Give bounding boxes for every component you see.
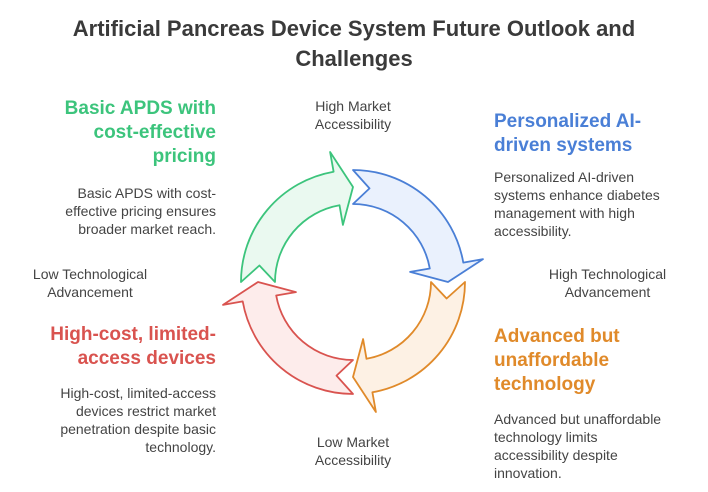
desc-top-right: Personalized AI-driven systems enhance d… [494,169,660,239]
page-title: Artificial Pancreas Device System Future… [0,14,708,74]
desc-bottom-left: High-cost, limited-access devices restri… [60,385,216,455]
title-line-1: Artificial Pancreas Device System Future… [72,16,636,41]
cycle-arrow-bottom-right [352,281,466,413]
heading-top-right: Personalized AI- driven systems [494,111,642,156]
heading-top-left: Basic APDS with cost-effective pricing [64,98,216,167]
cycle-arrow-top-left [240,151,354,283]
desc-bottom-right: Advanced but unaffordable technology lim… [494,411,662,481]
title-line-2: Challenges [295,46,413,71]
desc-top-left: Basic APDS with cost- effective pricing … [65,185,216,237]
heading-bottom-right: Advanced but unaffordable technology [494,326,620,395]
cycle-arrow-bottom-left [222,281,354,395]
heading-bottom-left: High-cost, limited- access devices [50,324,216,369]
cycle-arrow-top-right [352,169,484,283]
